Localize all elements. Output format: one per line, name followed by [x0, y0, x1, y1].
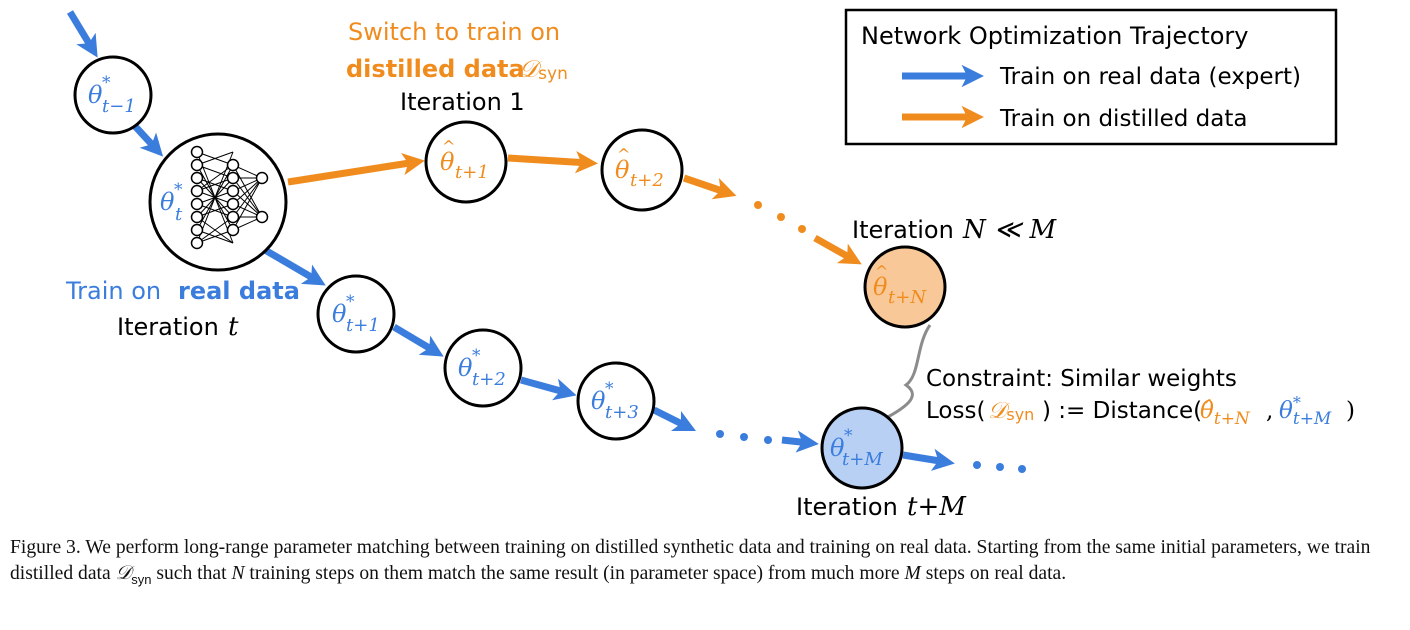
node-hat-t1: θ ^ t+1	[424, 120, 508, 204]
distance-star: θ*t+M	[1279, 393, 1332, 429]
svg-text:Constraint: Similar weights: Constraint: Similar weights	[926, 366, 1237, 392]
arrow-hat2-out	[682, 174, 737, 200]
svg-text:Iteration: Iteration	[796, 493, 898, 521]
svg-text:θ: θ	[830, 434, 845, 462]
loss-dsyn: 𝒟syn	[988, 398, 1034, 424]
svg-text:θ: θ	[332, 300, 347, 328]
svg-text:*: *	[472, 346, 481, 366]
svg-text:Iteration: Iteration	[852, 216, 954, 244]
dot	[1018, 465, 1026, 473]
svg-text:*: *	[346, 292, 355, 312]
constraint-label: Constraint: Similar weights Loss( 𝒟syn )…	[926, 366, 1355, 429]
caption-mid2: training steps on them match the same re…	[244, 563, 905, 584]
arrow-t2-to-t3	[520, 376, 577, 401]
caption-mid1: such that	[151, 563, 232, 584]
caption-dsyn: 𝒟syn	[115, 563, 152, 587]
legend-item-real: Train on real data (expert)	[999, 64, 1301, 90]
svg-text:θ: θ	[88, 81, 103, 109]
switch-line2-bold: distilled data	[346, 55, 525, 83]
svg-text:N ≪ M: N ≪ M	[962, 215, 1057, 245]
svg-text:θ: θ	[615, 156, 630, 184]
arrow-tM-out	[902, 448, 955, 471]
svg-text:,: ,	[1266, 398, 1273, 424]
figure-caption: Figure 3. We perform long-range paramete…	[10, 535, 1402, 593]
svg-text:t: t	[175, 204, 183, 225]
iteration-1-label: Iteration 1	[400, 88, 525, 116]
d-syn-symbol: 𝒟syn	[519, 55, 568, 84]
svg-text:): )	[1346, 398, 1355, 424]
svg-text:*: *	[844, 426, 853, 446]
dot	[996, 463, 1004, 471]
neural-network-icon	[196, 151, 263, 244]
trajectory-diagram: Network Optimization Trajectory Train on…	[65, 8, 1355, 522]
node-hat-tN: θ ^ t+N	[863, 245, 947, 329]
svg-text:real data: real data	[178, 277, 300, 305]
arrow-in	[67, 10, 98, 58]
constraint-brace	[885, 324, 932, 420]
arrow-t-1-to-t	[130, 121, 164, 157]
arrow-into-tM	[781, 430, 819, 453]
svg-text:t+2: t+2	[630, 170, 664, 191]
svg-text:θ: θ	[458, 354, 473, 382]
dot	[973, 461, 981, 469]
caption-prefix: Figure 3. We perform long-range paramete…	[10, 537, 1371, 584]
real-data-arrows	[67, 10, 1026, 473]
svg-text:^: ^	[442, 137, 455, 156]
arrow-t3-out	[652, 406, 697, 432]
svg-text:^: ^	[617, 145, 630, 164]
node-theta-t2: θ * t+2	[443, 328, 523, 408]
loss-close: ) := Distance(	[1042, 398, 1202, 424]
legend-title: Network Optimization Trajectory	[861, 22, 1249, 50]
dot	[716, 430, 724, 438]
switch-label: Switch to train on distilled data 𝒟syn I…	[346, 18, 568, 116]
distance-hat: θ̂t+N	[1200, 398, 1251, 429]
svg-text:t+M: t+M	[842, 449, 883, 470]
svg-text:t+1: t+1	[346, 315, 380, 336]
node-theta-t3: θ * t+3	[576, 361, 656, 441]
arrow-t1-to-t2	[392, 323, 444, 357]
svg-text:Iteration: Iteration	[117, 313, 219, 341]
svg-text:θ: θ	[873, 273, 888, 301]
svg-text:t+3: t+3	[605, 402, 639, 423]
arrow-t-to-hat1	[287, 153, 425, 186]
loss-open: Loss(	[926, 398, 985, 424]
dot	[754, 201, 762, 209]
arrow-into-hatN	[813, 234, 862, 265]
svg-text:*: *	[174, 180, 183, 200]
caption-M: M	[904, 563, 921, 584]
dot	[764, 436, 772, 444]
iteration-tM-label: Iteration t+M	[796, 492, 967, 522]
svg-text:*: *	[605, 379, 614, 399]
node-theta-t1: θ * t+1	[316, 274, 396, 354]
dot	[740, 433, 748, 441]
node-theta-t: θ * t	[148, 132, 288, 272]
svg-text:θ: θ	[160, 188, 175, 216]
distilled-data-arrows	[287, 150, 862, 265]
iteration-N-label: Iteration N ≪ M	[852, 215, 1057, 245]
svg-text:t+N: t+N	[888, 287, 927, 308]
svg-text:t−1: t−1	[102, 96, 136, 117]
svg-text:t+M: t+M	[907, 492, 967, 522]
caption-suffix: steps on real data.	[920, 563, 1067, 584]
svg-text:t+2: t+2	[472, 369, 506, 390]
svg-text:t+1: t+1	[455, 162, 489, 183]
legend-item-distilled: Train on distilled data	[999, 106, 1248, 132]
node-theta-tM: θ * t+M	[820, 406, 904, 490]
node-theta-t-minus-1: θ * t−1	[73, 55, 153, 135]
dot	[798, 225, 806, 233]
node-hat-t2: θ ^ t+2	[600, 128, 684, 212]
svg-text:θ: θ	[591, 387, 606, 415]
svg-text:^: ^	[875, 262, 888, 281]
svg-text:t: t	[228, 312, 239, 342]
arrow-t-to-t1	[263, 246, 326, 286]
train-on-real-label: Train on real data Iteration t	[65, 277, 300, 342]
svg-text:*: *	[102, 73, 111, 93]
dot	[777, 213, 785, 221]
svg-text:θ: θ	[440, 148, 455, 176]
switch-line1: Switch to train on	[348, 18, 560, 46]
caption-N: N	[231, 563, 245, 584]
svg-text:Train on: Train on	[65, 277, 161, 305]
legend-box: Network Optimization Trajectory Train on…	[844, 8, 1338, 146]
arrow-hat1-to-hat2	[507, 150, 598, 174]
